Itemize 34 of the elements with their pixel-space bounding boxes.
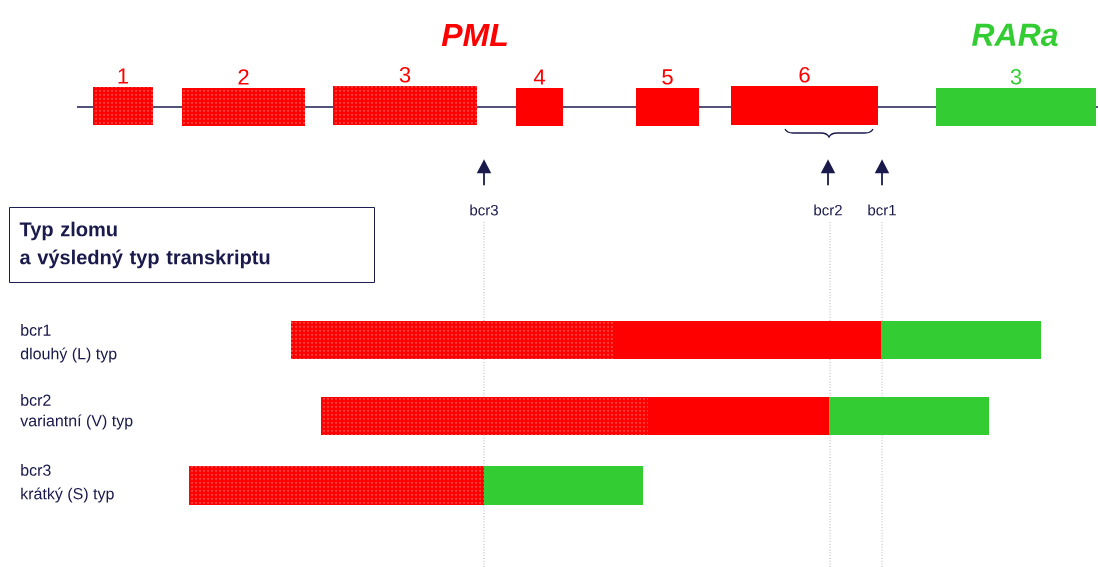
- node-label: 6: [799, 67, 810, 83]
- exon-box: 4: [516, 69, 563, 126]
- row-label: krátký (S) typ: [21, 487, 114, 503]
- exon-box: 5: [636, 69, 699, 126]
- transcript-bar: [321, 397, 648, 435]
- exon-box: 2: [182, 69, 305, 126]
- transcript-bar: [881, 321, 1041, 359]
- node-label: 2: [238, 69, 249, 85]
- exon-box: 3: [936, 69, 1096, 126]
- transcript-bar: [484, 466, 643, 505]
- gene-name: RARa: [972, 23, 1058, 47]
- node-label: 4: [533, 69, 545, 85]
- node-label: 3: [399, 67, 411, 83]
- transcript-bar: [189, 466, 484, 505]
- row-label: variantní (V) typ: [20, 414, 133, 430]
- breakpoint-label: bcr3: [470, 204, 498, 216]
- gene-name: PML: [441, 24, 507, 46]
- breakpoint-label: bcr1: [868, 204, 896, 216]
- transcript-bar: [829, 397, 989, 435]
- breakpoint-label: bcr2: [814, 204, 842, 216]
- row-label: bcr2: [21, 394, 51, 406]
- exon-box: 3: [333, 67, 477, 125]
- node-label: 3: [1010, 69, 1022, 85]
- transcript-bar: [615, 321, 881, 359]
- exon-box: 6: [731, 67, 878, 125]
- node-label: 1: [118, 68, 129, 84]
- row-label: bcr1: [21, 324, 51, 336]
- exon-box: 1: [93, 68, 153, 125]
- row-label: dlouhý (L) typ: [20, 347, 117, 363]
- legend-box: Typ zlomu a výsledný typ transkriptu: [9, 207, 375, 283]
- transcript-bar: [291, 321, 615, 359]
- transcript-bar: [648, 397, 829, 435]
- node-label: 5: [662, 69, 673, 85]
- row-label: bcr3: [21, 464, 51, 476]
